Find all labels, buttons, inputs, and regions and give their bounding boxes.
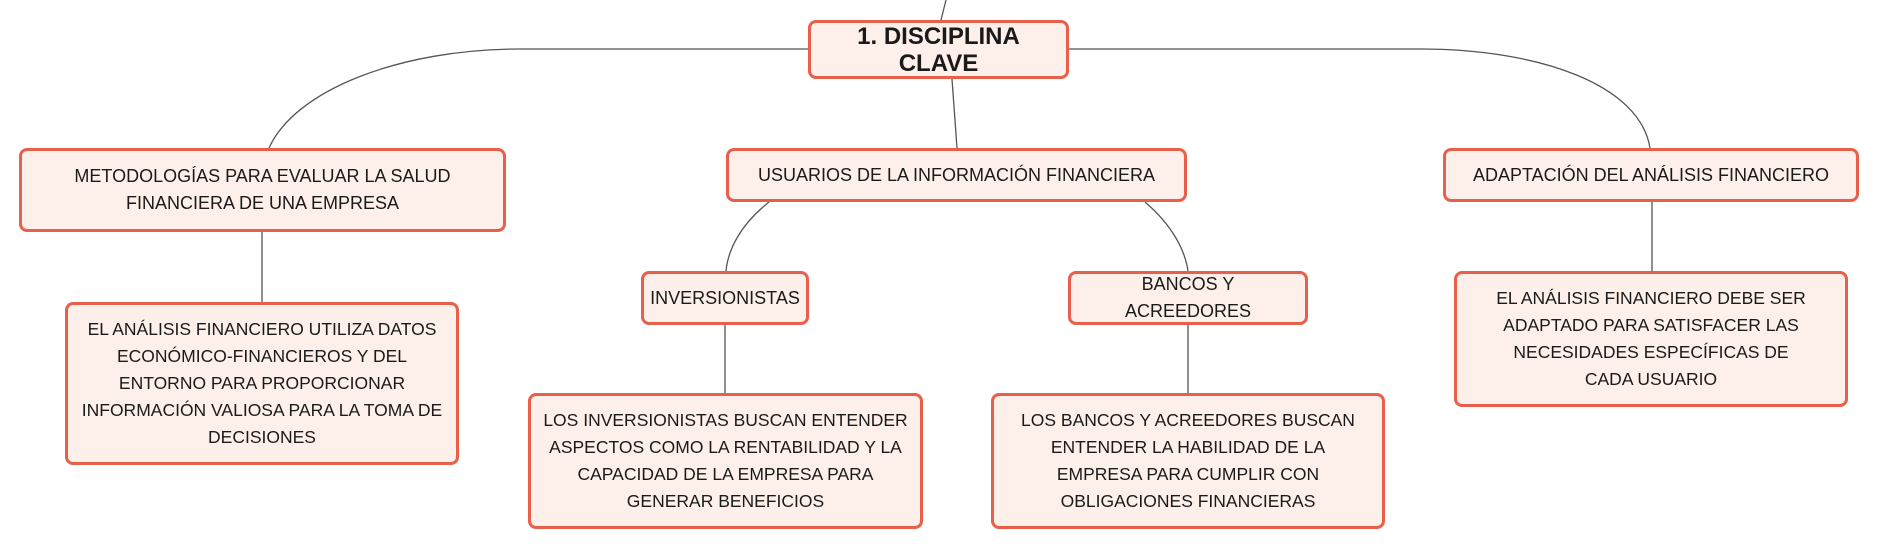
connector-root-parent: [940, 0, 947, 21]
node-inversionistas[interactable]: INVERSIONISTAS: [641, 271, 809, 325]
node-bancos-acreedores[interactable]: BANCOS Y ACREEDORES: [1068, 271, 1308, 325]
connector-root-adaptacion: [1069, 48, 1651, 149]
connector-usuarios-inversionistas: [725, 201, 770, 272]
node-inversionistas-detail[interactable]: LOS INVERSIONISTAS BUSCAN ENTENDER ASPEC…: [528, 393, 923, 529]
connector-usuarios-bancos: [1144, 201, 1189, 272]
connector-root-metodologias: [268, 48, 808, 149]
node-adaptacion-detail[interactable]: EL ANÁLISIS FINANCIERO DEBE SER ADAPTADO…: [1454, 271, 1848, 407]
node-metodologias-detail[interactable]: EL ANÁLISIS FINANCIERO UTILIZA DATOS ECO…: [65, 302, 459, 465]
connector-root-usuarios: [951, 78, 958, 149]
node-metodologias[interactable]: METODOLOGÍAS PARA EVALUAR LA SALUD FINAN…: [19, 148, 506, 232]
node-usuarios[interactable]: USUARIOS DE LA INFORMACIÓN FINANCIERA: [726, 148, 1187, 202]
root-node-disciplina-clave[interactable]: 1. DISCIPLINA CLAVE: [808, 20, 1069, 79]
node-bancos-detail[interactable]: LOS BANCOS Y ACREEDORES BUSCAN ENTENDER …: [991, 393, 1385, 529]
node-adaptacion[interactable]: ADAPTACIÓN DEL ANÁLISIS FINANCIERO: [1443, 148, 1859, 202]
